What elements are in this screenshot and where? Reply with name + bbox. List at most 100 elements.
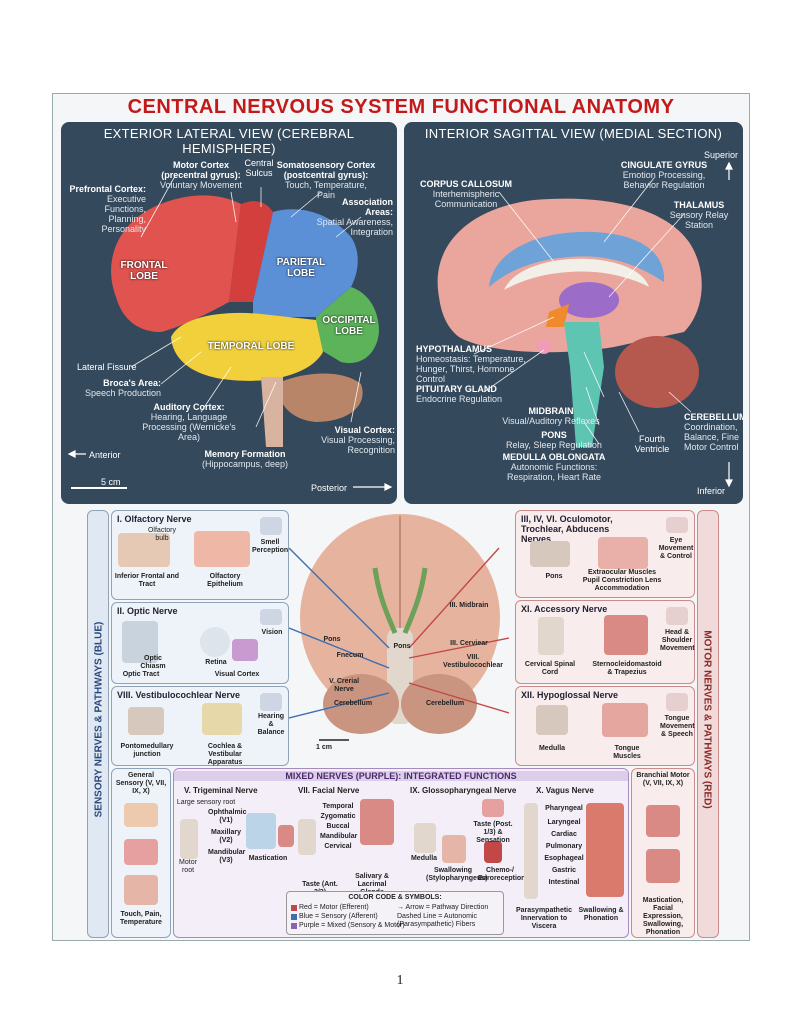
vagus-pulmonary-label: Pulmonary: [545, 843, 583, 850]
eyeball-illustration: [200, 627, 230, 657]
legend-purple-label: Purple = Mixed (Sensory & Motor): [299, 922, 405, 929]
v3-label: Mandibular (V3): [208, 849, 246, 864]
anterior-label: Anterior: [89, 450, 121, 460]
branchial-title: Branchial Motor (V, VII, IX, X): [636, 772, 690, 787]
motor-strip: [229, 201, 273, 302]
olfactory-illustration: [118, 533, 170, 567]
cerebellum-shape: [276, 373, 363, 422]
face-trigeminal-illustration: [246, 813, 276, 849]
trigeminal-title: V. Trigeminal Nerve: [184, 786, 258, 795]
visual-cortex-illustration: [232, 639, 258, 661]
cingulate-shape: [489, 231, 665, 287]
general-sensory-desc: Touch, Pain, Temperature: [120, 911, 162, 926]
glosso-chemo-label: Chemo-/ Baroreception: [478, 867, 526, 882]
olfactory-title: I. Olfactory Nerve: [117, 514, 192, 524]
superior-label: Superior: [704, 150, 739, 160]
facial-buccal-label: Buccal: [326, 823, 350, 830]
glosso-medulla-label: Medulla: [410, 855, 438, 862]
vestibulocochlear-title: VIII. Vestibulocochlear Nerve: [117, 690, 241, 700]
page-number: 1: [396, 973, 404, 988]
association-areas-label: Association Areas:Spatial Awareness, Int…: [316, 197, 393, 237]
optic-box: II. Optic Nerve Optic Chiasm Optic Tract…: [111, 602, 289, 684]
olfactory-epithelium-label: Olfactory Epithelium: [207, 573, 243, 588]
brainstem-shape: [261, 377, 283, 447]
tongue-sensory-illustration: [124, 839, 158, 865]
vestibulocochlear-box: VIII. Vestibulocochlear Nerve Pontomedul…: [111, 686, 289, 766]
branchial-motor-box: Branchial Motor (V, VII, IX, X) Masticat…: [631, 768, 695, 938]
ocular-pons-label: Pons: [545, 573, 563, 580]
vagus-stem-illustration: [524, 803, 538, 899]
nasal-cavity-illustration: [194, 531, 250, 567]
inferior-label: Inferior: [697, 486, 726, 496]
occipital-lobe-shape: [316, 287, 379, 364]
base-fnecum-label: Fnecum: [336, 652, 364, 659]
head-shoulder-label: Head & Shoulder Movement: [660, 629, 695, 652]
tongue-illustration: [602, 703, 648, 737]
jaw-muscles-illustration: [646, 849, 680, 883]
extraocular-label: Extraocular Muscles Pupil Constriction L…: [582, 569, 662, 592]
base-scale-label: 1 cm: [316, 744, 332, 751]
vagus-esophageal-label: Esophageal: [544, 855, 584, 862]
visual-cortex-nerve-label: Visual Cortex: [214, 671, 260, 678]
corpus-callosum-shape: [504, 258, 649, 290]
facial-temporal-label: Temporal: [322, 803, 354, 810]
prefrontal-label: Prefrontal Cortex:Executive Functions, P…: [69, 184, 146, 234]
base-midbrain-label: III. Midbrain: [449, 602, 489, 609]
v2-label: Maxillary (V2): [211, 829, 241, 844]
branchial-desc: Mastication, Facial Expression, Swallowi…: [642, 897, 684, 936]
v1-label: Ophthalmic (V1): [208, 809, 247, 824]
motor-root-label: Motor root: [179, 859, 197, 874]
medulla-illustration: [536, 705, 568, 735]
legend-purple-swatch: [291, 923, 297, 929]
pons-illustration: [530, 541, 570, 567]
temporal-lobe-shape: [171, 312, 323, 381]
junction-label: Pontomedullary junction: [120, 743, 174, 758]
parietal-lobe-label: PARIETAL LOBE: [276, 257, 326, 279]
face-muscles-illustration: [646, 805, 680, 837]
smell-label: Smell Perception: [252, 539, 289, 554]
vagus-intestinal-label: Intestinal: [548, 879, 580, 886]
occipital-lobe-label: OCCIPITAL LOBE: [322, 315, 376, 337]
sensory-side-label: SENSORY NERVES & PATHWAYS (BLUE): [93, 621, 105, 818]
vagus-laryngeal-label: Laryngeal: [547, 819, 581, 826]
eye-icon: [260, 609, 282, 625]
optic-tract-label: Optic Tract: [122, 671, 160, 678]
shoulder-icon: [666, 607, 688, 625]
trigeminal-stem-illustration: [180, 819, 198, 859]
glosso-stem-illustration: [414, 823, 436, 853]
glosso-taste-label: Taste (Post. 1/3) & Sensation: [473, 821, 513, 844]
memory-formation-label: Memory Formation(Hippocampus, deep): [201, 449, 289, 469]
base-crerial-label: V. Crerial Nerve: [328, 678, 360, 693]
legend-dashed-label: Dashed Line = Autonomic (Parasympathetic…: [397, 913, 477, 928]
lateral-view-panel: EXTERIOR LATERAL VIEW (CEREBRAL HEMISPHE…: [61, 122, 397, 504]
legend-box: COLOR CODE & SYMBOLS: Red = Motor (Effer…: [286, 891, 504, 935]
retina-label: Retina: [205, 659, 227, 666]
vagus-swallow-label: Swallowing & Phonation: [578, 907, 624, 922]
facial-title: VII. Facial Nerve: [298, 786, 360, 795]
cochlea-label: Cochlea & Vestibular Apparatus: [207, 743, 243, 766]
fourth-ventricle-label: Fourth Ventricle: [634, 434, 670, 454]
accessory-title: XI. Accessory Nerve: [521, 604, 608, 614]
visual-cortex-label: Visual Cortex:Visual Processing, Recogni…: [321, 425, 395, 455]
facial-zygomatic-label: Zygomatic: [320, 813, 356, 820]
lateral-fissure-label: Lateral Fissure: [77, 362, 137, 372]
throat-illustration: [124, 875, 158, 905]
olfactory-box: I. Olfactory Nerve Olfactory bulb Inferi…: [111, 510, 289, 600]
optic-title: II. Optic Nerve: [117, 606, 178, 616]
frontal-lobe-shape: [111, 195, 241, 332]
accessory-box: XI. Accessory Nerve Cervical Spinal Cord…: [515, 600, 695, 684]
somatosensory-label: Somatosensory Cortex (postcentral gyrus)…: [276, 160, 376, 200]
spinal-cord-illustration: [538, 617, 564, 655]
legend-blue-label: Blue = Sensory (Afferent): [299, 913, 378, 920]
olfactory-bulb-label: Olfactory bulb: [147, 527, 176, 542]
hypoglossal-medulla-label: Medulla: [538, 745, 566, 752]
frontal-lobe-label: FRONTAL LOBE: [120, 260, 168, 282]
mixed-nerves-box: MIXED NERVES (PURPLE): INTEGRATED FUNCTI…: [173, 768, 629, 938]
legend-red-swatch: [291, 905, 297, 911]
legend-title: COLOR CODE & SYMBOLS:: [348, 894, 442, 901]
